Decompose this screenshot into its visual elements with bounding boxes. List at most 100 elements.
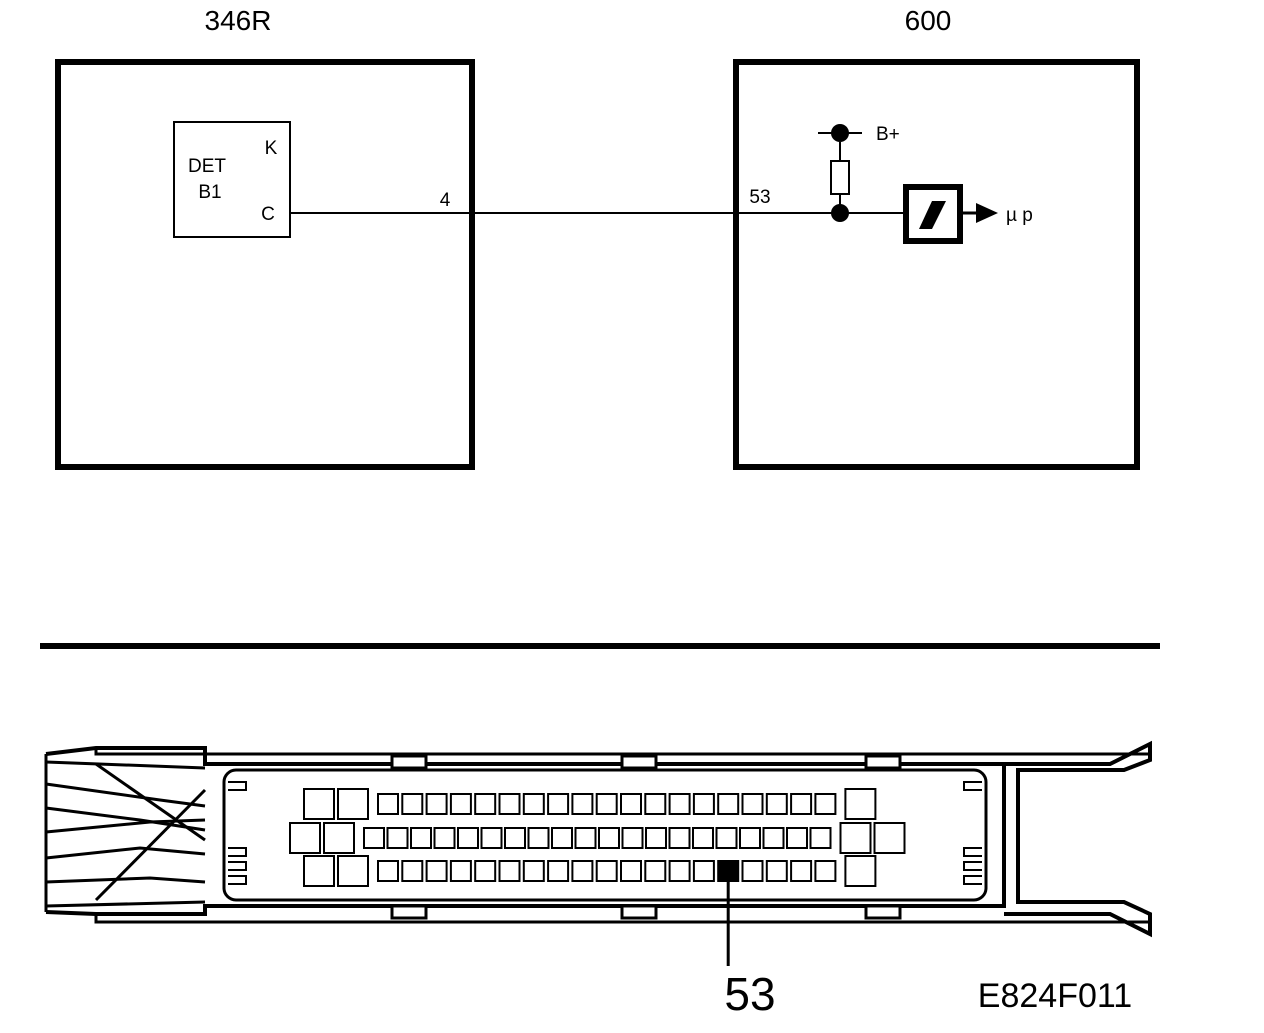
connector-pin [715, 827, 738, 849]
connector-pin [786, 827, 808, 849]
connector-pin [401, 860, 424, 882]
connector-pin [498, 860, 521, 882]
module-346r-box [55, 59, 475, 470]
connector-pin [668, 793, 691, 815]
connector-pin [741, 793, 764, 815]
sensor-name-line2: B1 [198, 182, 221, 203]
connector-pin-grid [289, 788, 906, 887]
housing-tabs [390, 754, 902, 920]
connector-pin [692, 860, 715, 882]
sensor-pin-c-label: C [261, 204, 275, 225]
connector-pin [790, 793, 813, 815]
connector-pin [571, 860, 594, 882]
connector-pin [425, 860, 448, 882]
buffer-symbol [919, 201, 946, 229]
connector-pin [449, 793, 472, 815]
connector-pin [386, 827, 409, 849]
connector-pin [595, 793, 618, 815]
carrier-ribs-right [963, 781, 982, 885]
sensor-pin-k-label: K [265, 138, 278, 159]
connector-pin [547, 860, 570, 882]
connector-pin [449, 860, 472, 882]
connector-pin [377, 860, 399, 882]
connector-pin [790, 860, 813, 882]
connector-pin [621, 827, 644, 849]
connector-pin [717, 793, 740, 815]
figure-id: E824F011 [978, 977, 1132, 1015]
connector-pin [644, 793, 667, 815]
output-arrow-icon [976, 203, 998, 223]
connector-pin [574, 827, 597, 849]
signal-node-dot [831, 204, 849, 222]
connector-pin [598, 827, 620, 849]
sensor-det-b1-box [173, 121, 291, 238]
connector-pin [504, 827, 526, 849]
connector-pin-large [303, 788, 335, 820]
housing-bottom-edge [94, 914, 1150, 924]
connector-pin [814, 860, 837, 882]
connector-pin [425, 793, 448, 815]
connector-pin [401, 793, 424, 815]
module-600-label: 600 [905, 5, 952, 36]
connector-pin-large [844, 855, 877, 887]
module-600-box [733, 59, 1140, 470]
connector-pin [739, 827, 761, 849]
pull-up-resistor [830, 160, 850, 195]
connector-pin [410, 827, 432, 849]
connector-pin [765, 793, 788, 815]
connector-pin [645, 827, 667, 849]
connector-pin [457, 827, 479, 849]
connector-pin-large [337, 788, 369, 820]
connector-pin [692, 793, 715, 815]
connector-pin [522, 860, 545, 882]
connector-pin [814, 793, 837, 815]
supply-node-dot [831, 124, 849, 142]
pin-53-callout-label: 53 [724, 968, 775, 1020]
connector-pin-large [289, 822, 321, 854]
housing-top-edge [94, 748, 1150, 756]
connector-pin [595, 860, 618, 882]
connector-pin [498, 793, 521, 815]
connector-pin [551, 827, 573, 849]
connector-pin [522, 793, 545, 815]
connector-pin [644, 860, 667, 882]
connector-pin [474, 793, 497, 815]
locking-lever [1004, 740, 1152, 938]
connector-pin [377, 793, 399, 815]
connector-pin-large [839, 822, 872, 854]
supply-label: B+ [876, 124, 900, 145]
connector-pin [480, 827, 503, 849]
connector-pin [620, 793, 642, 815]
connector-pin-large [323, 822, 355, 854]
connector-housing [45, 746, 1006, 916]
module-346r-label: 346R [205, 5, 272, 36]
connector-pin [692, 827, 714, 849]
wire-pin-53-label: 53 [749, 187, 770, 208]
connector-pin-large [873, 822, 906, 854]
connector-pin [809, 827, 832, 849]
connector-pin [620, 860, 642, 882]
wire-bundle [44, 754, 207, 912]
connector-pin [741, 860, 764, 882]
connector-pin [765, 860, 788, 882]
sensor-name-line1: DET [188, 156, 226, 177]
ecu-connector [44, 740, 1152, 966]
connector-pin-53 [717, 860, 740, 882]
connector-pin [363, 827, 385, 849]
output-label: µ p [1006, 205, 1033, 226]
connector-pin [571, 793, 594, 815]
connector-pin [762, 827, 785, 849]
connector-pin [527, 827, 550, 849]
connector-pin-large [337, 855, 369, 887]
connector-pin [668, 827, 691, 849]
connector-pin-large [303, 855, 335, 887]
connector-pin [547, 793, 570, 815]
connector-pin-large [844, 788, 877, 820]
wire-pin-4-label: 4 [440, 190, 451, 211]
connector-pin [668, 860, 691, 882]
carrier-ribs-left [228, 781, 247, 885]
connector-pin [474, 860, 497, 882]
connector-pin [433, 827, 456, 849]
